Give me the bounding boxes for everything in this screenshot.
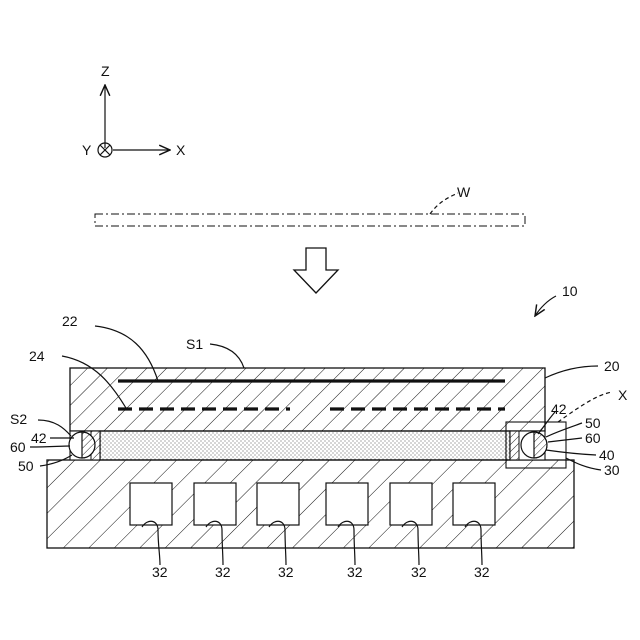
z-axis-label: Z — [101, 63, 110, 79]
cavity-label: 32 — [215, 564, 231, 580]
coordinate-axes: Z Y X — [82, 63, 186, 158]
cavity — [326, 483, 368, 525]
seal-layer-label: 40 — [599, 447, 615, 463]
wafer-label: W — [457, 184, 471, 200]
ring-outer-label-right: 50 — [585, 415, 601, 431]
cavity — [194, 483, 236, 525]
ring-part-label-left: 60 — [10, 439, 26, 455]
assembly-callout: 10 — [535, 283, 578, 316]
cavity-label: 32 — [411, 564, 427, 580]
surface-top-label: S1 — [186, 336, 203, 352]
cavity-label: 32 — [152, 564, 168, 580]
placement-arrow-icon — [294, 248, 338, 293]
ring-outer-label-left: 50 — [18, 458, 34, 474]
upper-plate — [70, 368, 545, 431]
upper-plate-label: 20 — [604, 358, 620, 374]
wafer-leader-line — [430, 193, 458, 214]
base-plate — [47, 460, 574, 548]
detail-ref-label: X — [618, 387, 628, 403]
cavity-label: 32 — [474, 564, 490, 580]
seal-layer — [100, 431, 510, 460]
cavity-label: 32 — [347, 564, 363, 580]
cavity — [453, 483, 495, 525]
left-seal-ring — [69, 431, 100, 460]
wafer: W — [95, 184, 525, 226]
base-label: 30 — [604, 462, 620, 478]
y-axis-label: Y — [82, 142, 92, 158]
cavity-label: 32 — [278, 564, 294, 580]
cavity — [390, 483, 432, 525]
cavity — [257, 483, 299, 525]
electrode-upper-label: 22 — [62, 313, 78, 329]
x-axis-label: X — [176, 142, 186, 158]
electrode-lower-label: 24 — [29, 348, 45, 364]
ring-inner-label-left: 42 — [31, 430, 47, 446]
cavity — [130, 483, 172, 525]
ring-inner-label-right: 42 — [551, 401, 567, 417]
assembly-label: 10 — [562, 283, 578, 299]
ring-part-label-right: 60 — [585, 430, 601, 446]
wafer-outline — [95, 214, 525, 226]
surface-side-label: S2 — [10, 411, 27, 427]
